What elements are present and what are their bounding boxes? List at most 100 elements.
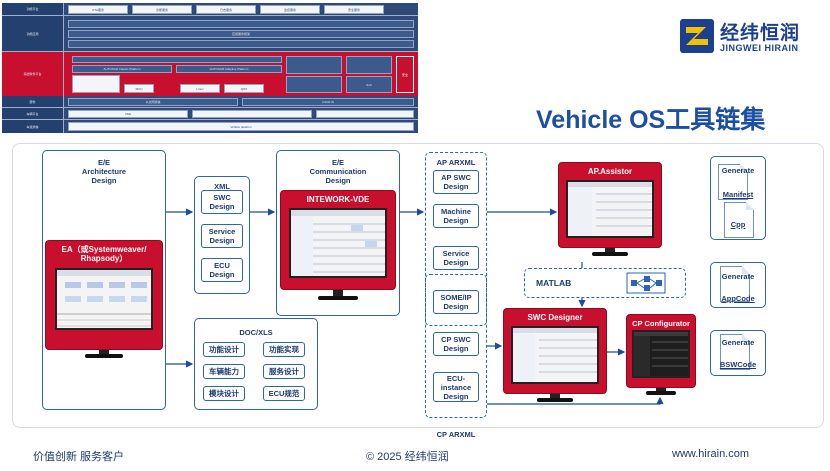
monitor-base xyxy=(85,354,123,358)
logo-cn-text: 经纬恒润 xyxy=(720,23,801,44)
someip-design: SOME/IP Design xyxy=(433,290,479,314)
matlab-label: MATLAB xyxy=(536,278,572,288)
cp-configurator-title: CP Configurator xyxy=(632,319,690,328)
cp-arxml-label: CP ARXML xyxy=(436,430,476,439)
bswcode-doc-icon xyxy=(720,334,750,370)
arch-cell: 安全服务 xyxy=(324,5,384,14)
arch-cell xyxy=(286,76,342,93)
arch-cell xyxy=(346,56,392,74)
monitor-stand xyxy=(656,388,666,393)
cpp-label: Cpp xyxy=(730,220,746,229)
doc-item: 模块设计 xyxy=(203,386,245,401)
arch-cell: VDE xyxy=(68,110,188,118)
matlab-box xyxy=(524,268,686,298)
arch-cell: OTA服务 xyxy=(68,5,128,14)
arch-cell: CAN/LIN xyxy=(242,98,414,106)
arch-row: 车载通信 Vehicle platform xyxy=(2,120,418,133)
intework-title: INTEWORK-VDE xyxy=(306,195,370,204)
arch-cell: 日志服务 xyxy=(196,5,256,14)
ea-monitor: EA（或Systemweaver/ Rhapsody） xyxy=(45,240,163,358)
manifest-label: Manifest xyxy=(722,190,754,199)
arch-cell: 监控服务 xyxy=(260,5,320,14)
arch-cell: 以太网通信 xyxy=(68,98,238,106)
ecu-instance-design: ECU- instance Design xyxy=(433,372,479,402)
arch-cell: 诊断服务 xyxy=(132,5,192,14)
arch-side-label: 安全 xyxy=(396,56,414,93)
ap-swc-design: AP SWC Design xyxy=(433,170,479,194)
arch-row-label: 功能平台 xyxy=(2,3,64,15)
arch-cell xyxy=(192,110,312,118)
manifest-doc-icon xyxy=(718,164,748,200)
ap-assistor-monitor: AP.Assistor xyxy=(558,162,662,258)
monitor-stand xyxy=(550,394,560,400)
arch-row: 功能平台 OTA服务 诊断服务 日志服务 监控服务 安全服务 xyxy=(2,3,418,16)
ap-service-design: Service Design xyxy=(433,246,479,270)
appcode-label: AppCode xyxy=(721,294,755,303)
arch-row: 功能应用 应用服务框架 xyxy=(2,16,418,52)
swc-designer-screenshot xyxy=(511,326,599,384)
cp-arxml-group xyxy=(425,274,487,418)
doc-item: 服务设计 xyxy=(263,364,305,379)
doc-item: 车辆能力 xyxy=(203,364,245,379)
swc-designer-title: SWC Designer xyxy=(527,313,583,322)
arch-cell: SoC xyxy=(346,76,392,93)
xml-ecu-design: ECU Design xyxy=(201,258,243,282)
monitor-base xyxy=(537,398,573,402)
swc-designer-monitor: SWC Designer xyxy=(503,308,607,404)
ea-title: EA（或Systemweaver/ Rhapsody） xyxy=(61,245,147,264)
monitor-base xyxy=(318,296,358,300)
arch-row-label: 硬件 xyxy=(2,96,64,107)
footer-url[interactable]: www.hirain.com xyxy=(672,448,750,460)
doc-item: ECU规范 xyxy=(263,386,305,401)
arch-row-label: 车载通信 xyxy=(2,120,64,133)
appcode-doc-icon xyxy=(720,266,750,302)
arch-cell xyxy=(68,20,414,28)
logo-en-text: JINGWEI HIRAIN xyxy=(720,43,799,53)
arch-cell: QNX xyxy=(224,84,264,93)
ee-architecture-label: E/E Architecture Design xyxy=(81,158,127,185)
arch-cell: AUTOSAR Adaptive Platform xyxy=(176,65,282,73)
generate-label: Generate xyxy=(721,166,755,175)
monitor-stand xyxy=(333,290,343,298)
company-logo: 经纬恒润 JINGWEI HIRAIN xyxy=(680,16,820,56)
doc-item: 功能实现 xyxy=(263,342,305,357)
arch-cell: Vehicle platform xyxy=(68,122,414,131)
ap-arxml-label: AP ARXML xyxy=(436,158,476,167)
xml-label: XML xyxy=(214,182,230,191)
arch-cell: AUTOSAR Classic Platform xyxy=(72,65,172,73)
cpp-doc-icon xyxy=(724,202,754,238)
intework-monitor: INTEWORK-VDE xyxy=(280,190,396,302)
logo-mark-icon xyxy=(680,19,714,53)
arch-cell xyxy=(286,56,342,74)
monitor-base xyxy=(646,391,676,395)
arch-row-label: 车辆平台 xyxy=(2,108,64,119)
arch-row: 车辆平台 VDE xyxy=(2,108,418,120)
arch-cell: 应用服务框架 xyxy=(68,30,414,38)
monitor-stand xyxy=(605,248,615,254)
ea-screenshot xyxy=(55,268,153,330)
intework-screenshot xyxy=(289,208,387,278)
arch-cell xyxy=(316,110,414,118)
xml-service-design: Service Design xyxy=(201,224,243,248)
footer-slogan: 价值创新 服务客户 xyxy=(33,451,125,463)
monitor-stand xyxy=(99,350,109,356)
cp-swc-design: CP SWC Design xyxy=(433,332,479,356)
arch-row: 硬件 以太网通信 CAN/LIN xyxy=(2,96,418,108)
footer-copyright: © 2025 经纬恒润 xyxy=(366,451,449,463)
arch-cell xyxy=(72,75,120,93)
doc-item: 功能设计 xyxy=(203,342,245,357)
arch-cell: Linux xyxy=(180,84,220,93)
generate-label: Generate xyxy=(721,338,755,347)
bswcode-label: BSWCode xyxy=(719,360,757,369)
architecture-thumbnail: 功能平台 OTA服务 诊断服务 日志服务 监控服务 安全服务 功能应用 应用服务… xyxy=(2,3,418,133)
machine-design: Machine Design xyxy=(433,204,479,228)
ap-assistor-title: AP.Assistor xyxy=(587,167,633,176)
ap-arxml-group xyxy=(425,152,487,326)
generate-label: Generate xyxy=(721,272,755,281)
monitor-base xyxy=(592,252,628,256)
xml-swc-design: SWC Design xyxy=(201,190,243,214)
ap-assistor-screenshot xyxy=(566,180,654,238)
arch-cell: MCU xyxy=(124,84,154,93)
arch-cell xyxy=(68,40,414,48)
